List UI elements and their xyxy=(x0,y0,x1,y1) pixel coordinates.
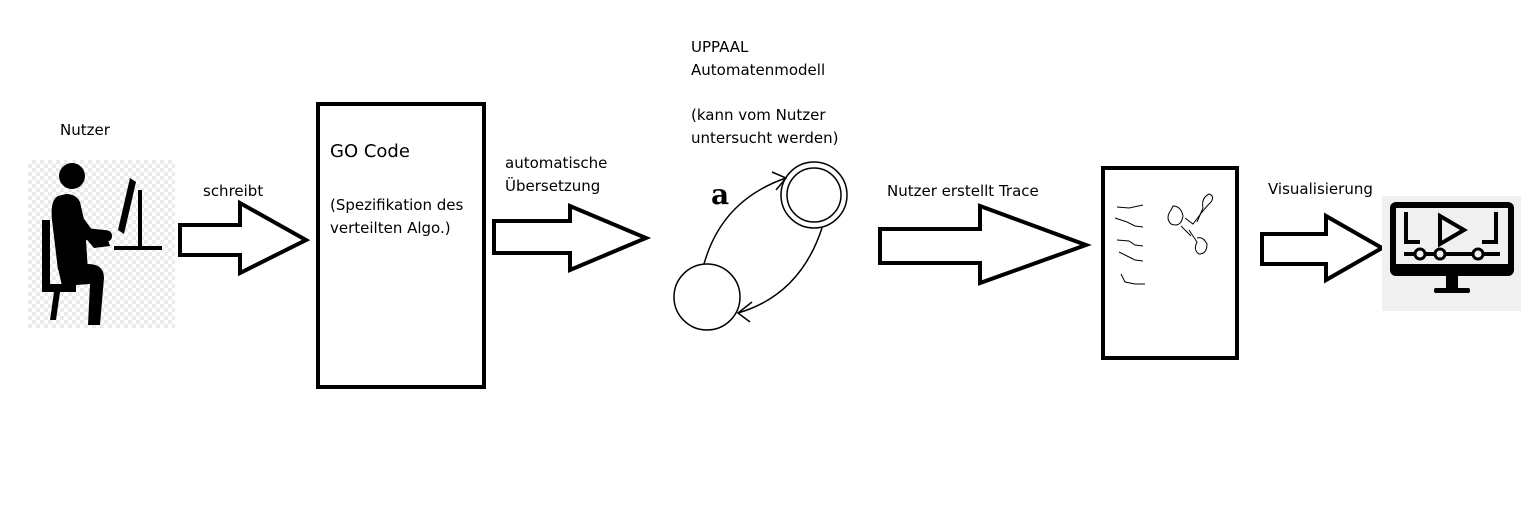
monitor-video-player-icon xyxy=(1382,196,1521,311)
arrow-user-to-code xyxy=(178,199,311,277)
visualization-label: Visualisierung xyxy=(1268,180,1373,198)
arrow-trace-to-visual xyxy=(1260,212,1387,284)
go-code-box: GO Code (Spezifikation des verteilten Al… xyxy=(316,102,486,389)
automaton-initial-state xyxy=(673,263,741,331)
automaton-final-state-outer xyxy=(780,161,848,229)
go-code-description: (Spezifikation des verteilten Algo.) xyxy=(330,196,464,237)
uppaal-description: (kann vom Nutzer untersucht werden) xyxy=(691,106,839,147)
translation-label: automatische Übersetzung xyxy=(505,154,608,195)
automaton-transition-forward xyxy=(703,177,787,265)
writes-label: schreibt xyxy=(203,182,264,200)
uppaal-title: UPPAAL Automatenmodell xyxy=(691,38,826,79)
arrow-code-to-model xyxy=(492,202,652,274)
person-at-computer-icon xyxy=(28,160,175,328)
go-code-title: GO Code xyxy=(330,141,410,162)
user-label: Nutzer xyxy=(60,121,110,139)
trace-box xyxy=(1101,166,1239,360)
automaton-transition-label: a xyxy=(711,178,730,211)
create-trace-label: Nutzer erstellt Trace xyxy=(887,182,1039,200)
trace-sketch-icon xyxy=(1114,193,1214,285)
arrow-model-to-trace xyxy=(878,203,1092,286)
automaton-final-state-inner xyxy=(786,167,842,223)
automaton-transition-back xyxy=(737,227,823,314)
